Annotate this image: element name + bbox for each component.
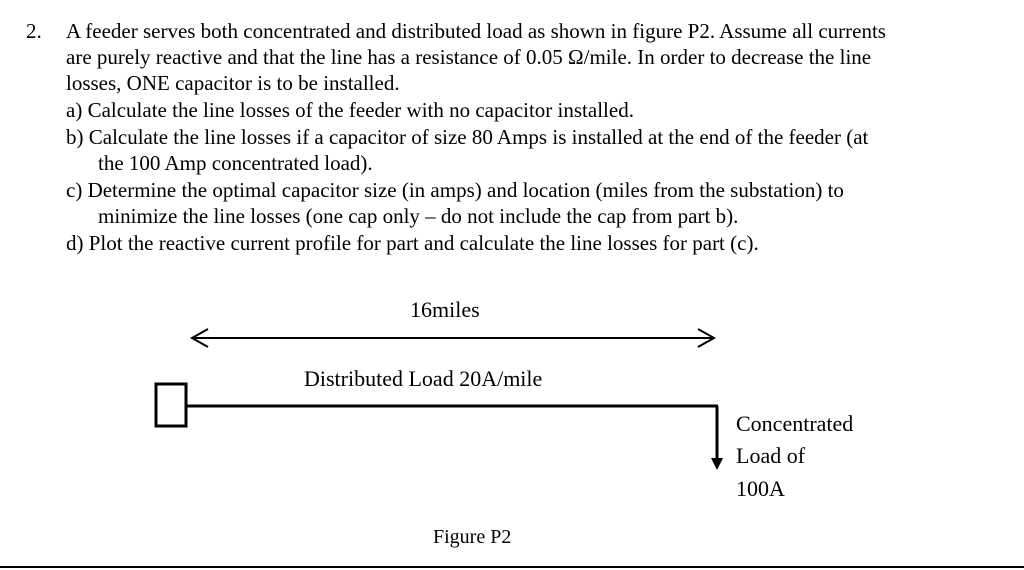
length-dimension-arrow: [189, 328, 717, 348]
length-label: 16miles: [410, 297, 480, 322]
concentrated-load-label-1: Concentrated: [736, 411, 854, 436]
concentrated-load-label-2: Load of: [736, 443, 806, 468]
intro-line-2: are purely reactive and that the line ha…: [66, 45, 872, 69]
substation-box: [154, 382, 188, 428]
part-b-line-1: b) Calculate the line losses if a capaci…: [66, 125, 869, 149]
distributed-load-label: Distributed Load 20A/mile: [304, 366, 543, 391]
part-b-line-2: the 100 Amp concentrated load).: [98, 151, 373, 175]
part-c-line-1: c) Determine the optimal capacitor size …: [66, 178, 844, 202]
part-a: a) Calculate the line losses of the feed…: [66, 98, 634, 122]
part-c-line-2: minimize the line losses (one cap only –…: [98, 204, 739, 228]
problem-number: 2.: [26, 19, 42, 43]
load-arrow-head: [711, 458, 723, 470]
figure-caption: Figure P2: [433, 526, 512, 548]
intro-line-3: losses, ONE capacitor is to be installed…: [66, 71, 400, 95]
part-d: d) Plot the reactive current profile for…: [66, 231, 759, 255]
bottom-divider: [0, 566, 1024, 568]
concentrated-load-label-3: 100A: [736, 476, 785, 501]
intro-line-1: A feeder serves both concentrated and di…: [66, 19, 886, 43]
